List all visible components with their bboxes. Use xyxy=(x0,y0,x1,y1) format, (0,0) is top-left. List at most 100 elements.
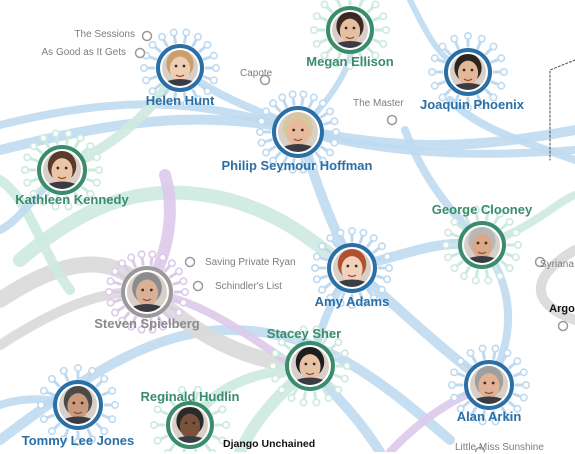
hub-spoke-end xyxy=(108,386,117,395)
connection-band xyxy=(549,59,575,161)
film-label-syriana-partial[interactable]: Syriana xyxy=(540,259,574,270)
hub-spoke-end xyxy=(299,325,308,334)
hub-spoke-end xyxy=(318,156,327,165)
film-label-django-unchained[interactable]: Django Unchained xyxy=(223,438,316,450)
hub-spoke-end xyxy=(269,99,278,108)
hub-spoke-end xyxy=(334,385,343,394)
hub-spoke-end xyxy=(137,325,146,334)
person-label-kathleen-kennedy[interactable]: Kathleen Kennedy xyxy=(15,192,129,207)
hub-spoke-end xyxy=(489,42,498,51)
hub-spoke-end xyxy=(347,300,356,309)
hub-spoke-end xyxy=(499,68,508,77)
hub-spoke-end xyxy=(320,51,329,60)
hub-spoke-end xyxy=(513,404,522,413)
hub-spoke-end xyxy=(318,99,327,108)
hub-spoke-end xyxy=(105,287,114,296)
hub-spoke-end xyxy=(51,202,60,211)
person-label-helen-hunt[interactable]: Helen Hunt xyxy=(145,93,215,108)
hub-spoke-end xyxy=(148,325,157,334)
hub-spoke-end xyxy=(511,253,520,262)
hub-spoke-end xyxy=(222,420,231,429)
hub-spoke-end xyxy=(444,228,453,237)
hub-spoke-end xyxy=(312,398,321,407)
person-label-argo-partial[interactable]: Argo xyxy=(549,303,575,315)
hub-spoke-end xyxy=(95,166,104,175)
hub-spoke-end xyxy=(513,357,522,366)
person-label-megan-ellison[interactable]: Megan Ellison xyxy=(306,54,394,69)
hub-spoke-end xyxy=(491,344,500,353)
connection-band xyxy=(13,185,359,275)
hub-spoke-end xyxy=(118,316,127,325)
hub-spoke-end xyxy=(39,386,48,395)
film-node-marker xyxy=(134,47,146,59)
person-label-amy-adams[interactable]: Amy Adams xyxy=(314,294,390,309)
hub-spoke-end xyxy=(203,87,212,96)
person-label-steven-spielberg[interactable]: Steven Spielberg xyxy=(94,316,200,331)
hub-spoke xyxy=(358,0,365,8)
hub-spoke-end xyxy=(76,133,85,142)
hub-spoke-end xyxy=(59,366,68,375)
hub-spoke-end xyxy=(212,64,221,73)
hub-spoke-end xyxy=(174,267,183,276)
hub-spoke-end xyxy=(511,228,520,237)
hub-spoke-end xyxy=(484,205,493,214)
hub-spoke-end xyxy=(377,285,386,294)
hub-spoke-end xyxy=(174,308,183,317)
film-label-little-miss-sunshine[interactable]: Little Miss Sunshine xyxy=(455,442,544,453)
hub-spoke-end xyxy=(312,12,321,21)
hub-spoke-end xyxy=(182,99,191,108)
hub-spoke-end xyxy=(478,417,487,426)
hub-spoke-end xyxy=(325,107,334,116)
hub-spoke-end xyxy=(310,263,319,272)
hub-spoke-end xyxy=(450,368,459,377)
hub-spoke-end xyxy=(209,76,218,85)
film-label-the-master[interactable]: The Master xyxy=(353,98,404,109)
hub-spoke-end xyxy=(257,138,266,147)
hub-spoke-end xyxy=(150,420,159,429)
hub-spoke-end xyxy=(106,277,115,286)
film-label-saving-private-ryan[interactable]: Saving Private Ryan xyxy=(205,257,296,268)
hub-spoke xyxy=(335,0,342,8)
hub-spoke-end xyxy=(23,153,32,162)
hub-spoke-end xyxy=(137,250,146,259)
person-label-philip-seymour-hoffman[interactable]: Philip Seymour Hoffman xyxy=(221,158,373,173)
film-node-marker xyxy=(259,74,271,86)
hub-spoke-end xyxy=(167,316,176,325)
hub-spoke-end xyxy=(182,28,191,37)
hub-spoke-end xyxy=(330,117,339,126)
hub-spoke-end xyxy=(194,385,203,394)
hub-spoke-end xyxy=(463,104,472,113)
hub-spoke-end xyxy=(383,252,392,261)
hub-spoke-end xyxy=(262,148,271,157)
hub-spoke-end xyxy=(359,299,368,308)
person-label-tommy-lee-jones[interactable]: Tommy Lee Jones xyxy=(21,433,135,448)
hub-spoke-end xyxy=(379,39,388,48)
hub-spoke-end xyxy=(379,12,388,21)
film-label-capote[interactable]: Capote xyxy=(240,68,273,79)
hub-spoke-end xyxy=(51,129,60,138)
person-label-joaquin-phoenix[interactable]: Joaquin Phoenix xyxy=(419,97,525,112)
hub-spoke-end xyxy=(444,253,453,262)
person-label-alan-arkin[interactable]: Alan Arkin xyxy=(456,409,522,424)
hub-spoke-end xyxy=(158,95,167,104)
connection-band xyxy=(535,245,575,325)
hub-spoke-end xyxy=(312,325,321,334)
hub-spoke-end xyxy=(371,0,380,9)
film-label-as-good-as-it-gets[interactable]: As Good as It Gets xyxy=(41,47,126,58)
hub-spoke-end xyxy=(471,205,480,214)
hub-spoke-end xyxy=(324,329,333,338)
hub-spoke-end xyxy=(450,217,459,226)
hub-spoke-end xyxy=(64,129,73,138)
person-label-reginald-hudlin[interactable]: Reginald Hudlin xyxy=(140,389,240,404)
hub-spoke-end xyxy=(441,241,450,250)
hub-spoke-end xyxy=(456,357,465,366)
hub-spoke-end xyxy=(163,392,172,401)
hub-spoke-end xyxy=(169,99,178,108)
film-label-schindlers-list[interactable]: Schindler's List xyxy=(215,281,282,292)
person-label-george-clooney[interactable]: George Clooney xyxy=(431,202,533,217)
film-label-the-sessions[interactable]: The Sessions xyxy=(74,29,135,40)
person-label-stacey-sher[interactable]: Stacey Sher xyxy=(266,326,342,341)
hub-spoke-end xyxy=(278,162,287,171)
hub-spoke-end xyxy=(47,374,56,383)
hub-spoke-end xyxy=(127,322,136,331)
